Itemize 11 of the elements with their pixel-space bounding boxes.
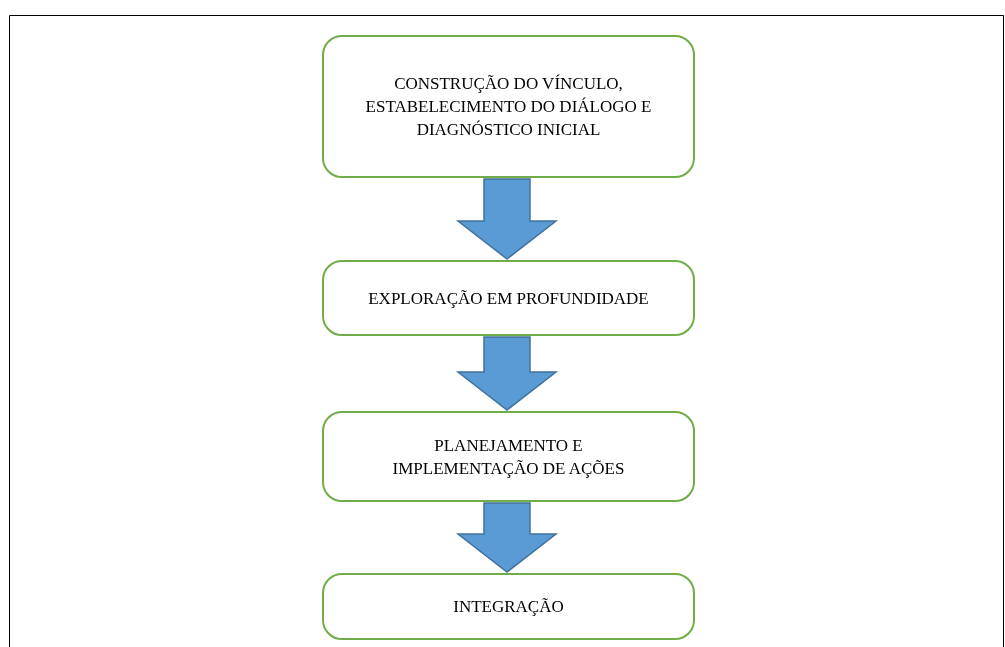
block-arrow (455, 178, 559, 260)
process-box (322, 573, 695, 640)
block-arrow (455, 336, 559, 411)
step-label: EXPLORAÇÃO EM PROFUNDIDADE (368, 287, 649, 310)
process-box (322, 260, 695, 336)
step-label: PLANEJAMENTO E IMPLEMENTAÇÃO DE AÇÕES (391, 434, 626, 480)
step-label: CONSTRUÇÃO DO VÍNCULO, ESTABELECIMENTO DO DIÁLOGO E DIAGNÓSTICO INICIAL (364, 73, 653, 141)
process-box (322, 411, 695, 502)
block-arrow (455, 502, 559, 573)
step-label: INTEGRAÇÃO (453, 596, 564, 618)
process-box (322, 35, 695, 178)
